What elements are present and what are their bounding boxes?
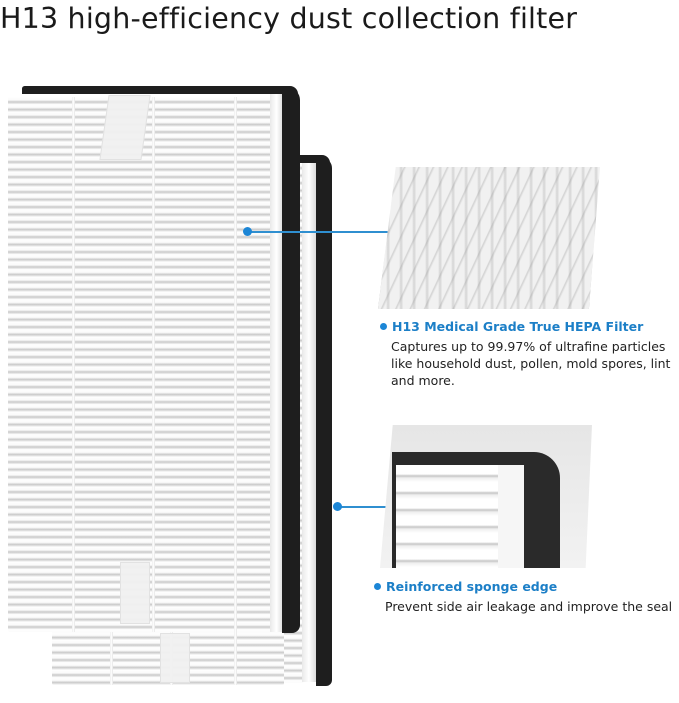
front-filter-sponge-top xyxy=(22,86,298,94)
bullet-dot-icon xyxy=(380,323,387,330)
back-filter-pull-tab xyxy=(160,633,190,683)
filter-rim-closeup xyxy=(498,465,524,568)
bullet-dot-icon xyxy=(374,583,381,590)
callout-line-hepa xyxy=(248,231,388,233)
callout-dot-sponge xyxy=(333,502,342,511)
callout-line-sponge xyxy=(338,506,400,508)
back-filter-rim xyxy=(302,162,316,682)
front-filter-rim xyxy=(270,92,283,632)
page-title: H13 high-efficiency dust collection filt… xyxy=(0,2,578,35)
pleated-filter-closeup-image xyxy=(378,167,600,309)
feature-hepa: H13 Medical Grade True HEPA Filter Captu… xyxy=(380,319,679,389)
feature-description: Captures up to 99.97% of ultrafine parti… xyxy=(391,339,671,388)
back-filter-sponge-top xyxy=(282,155,330,163)
sponge-edge-closeup-image xyxy=(380,425,592,568)
back-filter-sponge-edge xyxy=(316,158,332,686)
callout-dot-hepa xyxy=(243,227,252,236)
feature-sponge-edge: Reinforced sponge edge Prevent side air … xyxy=(374,579,679,615)
feature-description: Prevent side air leakage and improve the… xyxy=(385,599,673,614)
front-filter-pull-tab-bottom xyxy=(120,562,150,624)
front-filter-sponge-edge xyxy=(282,88,300,633)
feature-title: H13 Medical Grade True HEPA Filter xyxy=(392,319,644,334)
feature-title: Reinforced sponge edge xyxy=(386,579,558,594)
front-filter-pleats xyxy=(8,97,284,632)
